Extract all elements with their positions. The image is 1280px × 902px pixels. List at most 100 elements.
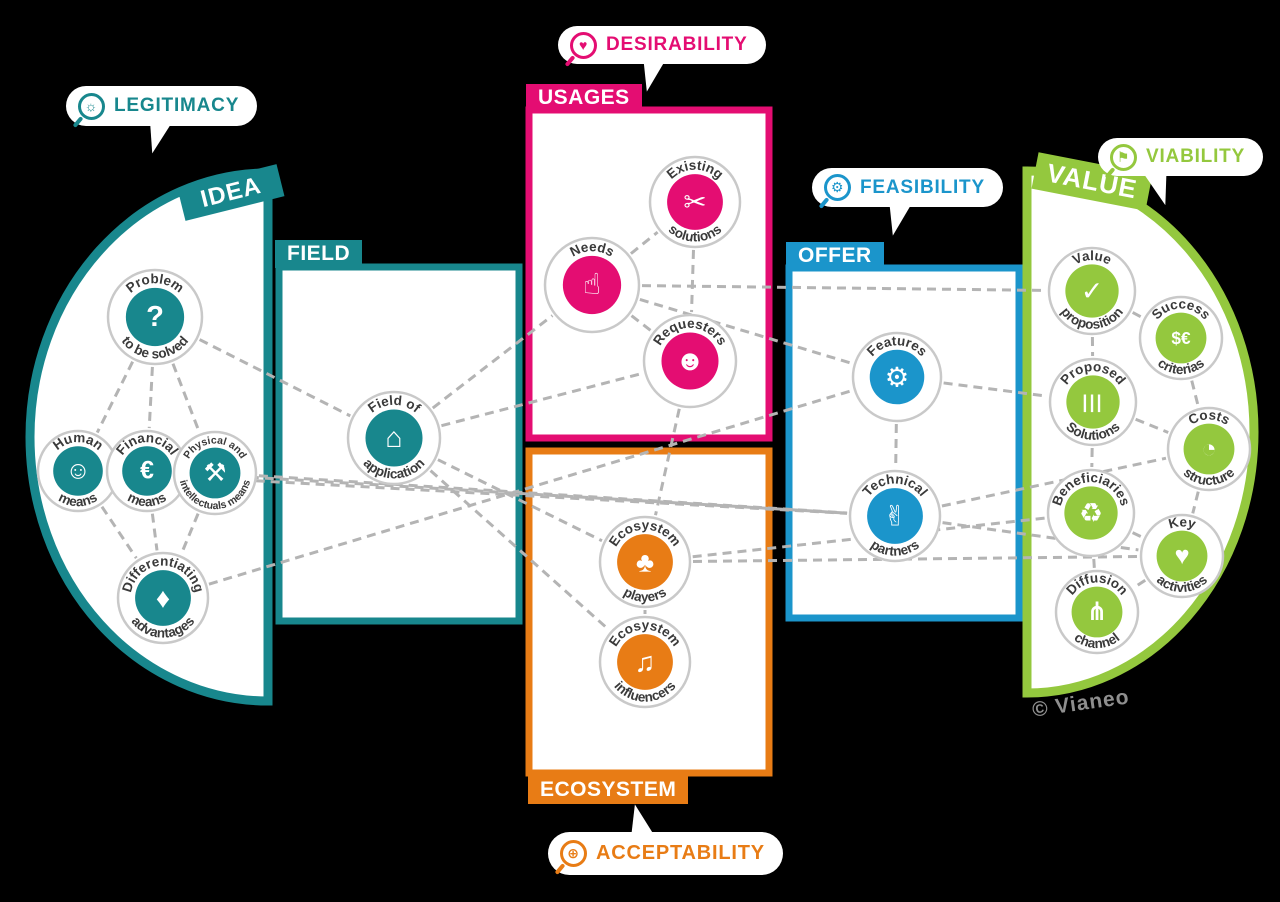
magnifier-gears-icon: ⚙ <box>818 174 851 209</box>
node-disc <box>122 446 172 496</box>
badge-legitimacy-label: LEGITIMACY <box>114 95 240 116</box>
node-disc <box>661 332 719 390</box>
edge-differentiating-features <box>208 389 853 586</box>
badge-acceptability-label: ACCEPTABILITY <box>596 842 765 864</box>
node-requesters: ☻Requesters <box>642 313 738 409</box>
node-label-bottom: means <box>56 489 99 509</box>
magnifier-lens: ☼ <box>78 92 105 120</box>
node-disc <box>867 488 923 544</box>
hand-diamond-icon: ♦ <box>156 583 170 614</box>
edge-financial-technical <box>189 472 848 515</box>
edge-technical-costs <box>941 456 1167 508</box>
edge-needs-features <box>639 298 853 365</box>
pie-euro-icon: ◔ <box>1201 435 1216 463</box>
node-disc <box>667 174 723 230</box>
magnifier-globe-icon: ⊕ <box>554 840 587 875</box>
edge-physical-differentiating <box>180 513 200 555</box>
hand-euro-icon: € <box>140 458 154 485</box>
section-tab-ecosystem: ECOSYSTEM <box>528 776 689 804</box>
magnifier-lens: ♥ <box>570 31 597 59</box>
edge-field_app-eco_players <box>437 458 603 543</box>
node-label-bottom: structure <box>1181 464 1238 488</box>
badge-viability: ⚑ VIABILITY <box>1098 138 1264 179</box>
node-disc <box>365 409 423 467</box>
rotating-people-icon: ♻ <box>1079 498 1103 528</box>
magnifier-heart-icon: ♥ <box>564 31 597 67</box>
section-tab-usages: USAGES <box>526 84 642 112</box>
edge-proposed-costs <box>1135 417 1169 434</box>
edge-needs-value_prop <box>641 284 1047 292</box>
badge-acceptability: ⊕ ACCEPTABILITY <box>548 832 783 875</box>
edge-field_app-needs <box>431 314 554 410</box>
node-label-top: Key <box>1167 514 1198 531</box>
edge-costs-key_activities <box>1191 491 1200 514</box>
badge-viability-label: VIABILITY <box>1146 146 1246 167</box>
node-disc <box>135 570 191 626</box>
magnifier-lens: ⚙ <box>824 174 851 201</box>
node-label-top: Human <box>50 430 106 453</box>
edge-requesters-eco_players <box>654 408 681 516</box>
node-label-bottom: means <box>125 489 168 509</box>
money-cards-icon: $€ <box>1171 328 1191 348</box>
megaphone-icon: ♫ <box>635 647 656 678</box>
thumb-bulb-icon: ✓ <box>1081 276 1103 306</box>
branch-arrows-icon: ⋔ <box>1086 598 1107 626</box>
node-label-bottom: activities <box>1154 572 1210 595</box>
node-disc <box>617 534 673 590</box>
edge-existing-requesters <box>690 249 695 313</box>
badge-legitimacy: ☼ LEGITIMACY <box>66 86 258 128</box>
node-disc <box>53 446 103 496</box>
node-beneficiaries: ♻Beneficiaries <box>1046 468 1136 558</box>
barcode-icon: ||| <box>1082 392 1103 412</box>
node-label-bottom: players <box>621 584 669 604</box>
magnifier-handle <box>554 863 566 875</box>
node-label-bottom: solutions <box>666 221 724 244</box>
edge-physical-technical <box>258 474 848 515</box>
node-disc <box>1071 586 1123 638</box>
edge-beneficiaries-key_activities <box>1131 531 1143 539</box>
key-hand-icon: ☝ <box>583 269 601 301</box>
edge-problem-physical <box>171 363 201 433</box>
magnifier-lens: ⊕ <box>560 840 587 867</box>
viability-bubble-tail <box>1143 170 1172 208</box>
node-label-bottom: channel <box>1072 630 1123 652</box>
hand-person-icon: ☺ <box>65 458 90 485</box>
house-bulb-icon: ⌂ <box>385 422 402 454</box>
edge-problem-financial <box>147 366 154 429</box>
section-tab-field: FIELD <box>275 240 363 268</box>
offer-box <box>785 264 1023 622</box>
edge-field_app-requesters <box>441 371 643 428</box>
edge-financial-differentiating <box>150 513 159 551</box>
badge-feasibility: ⚙ FEASIBILITY <box>812 168 1003 209</box>
magnifier-lens: ⚑ <box>1110 143 1137 171</box>
edge-problem-field_app <box>198 338 351 418</box>
node-features: ⚙Features <box>851 331 943 423</box>
partners-bulb-icon: ✌ <box>883 501 906 532</box>
magnifier-lightbulb-icon: ☼ <box>72 92 105 128</box>
edge-field_app-eco_influencers <box>429 469 611 632</box>
node-disc <box>1155 312 1207 364</box>
node-label-bottom: criterias <box>1155 355 1207 377</box>
bulb-gear-icon: ⚙ <box>885 362 909 393</box>
node-disc <box>1066 375 1120 429</box>
edge-value_prop-success <box>1131 311 1143 319</box>
node-disc <box>869 349 925 405</box>
edge-technical-key_activities <box>942 521 1139 552</box>
edge-needs-requesters <box>630 314 653 333</box>
edge-features-proposed <box>943 381 1048 398</box>
edge-problem-human <box>95 361 134 434</box>
badge-desirability: ♥ DESIRABILITY <box>558 26 766 67</box>
